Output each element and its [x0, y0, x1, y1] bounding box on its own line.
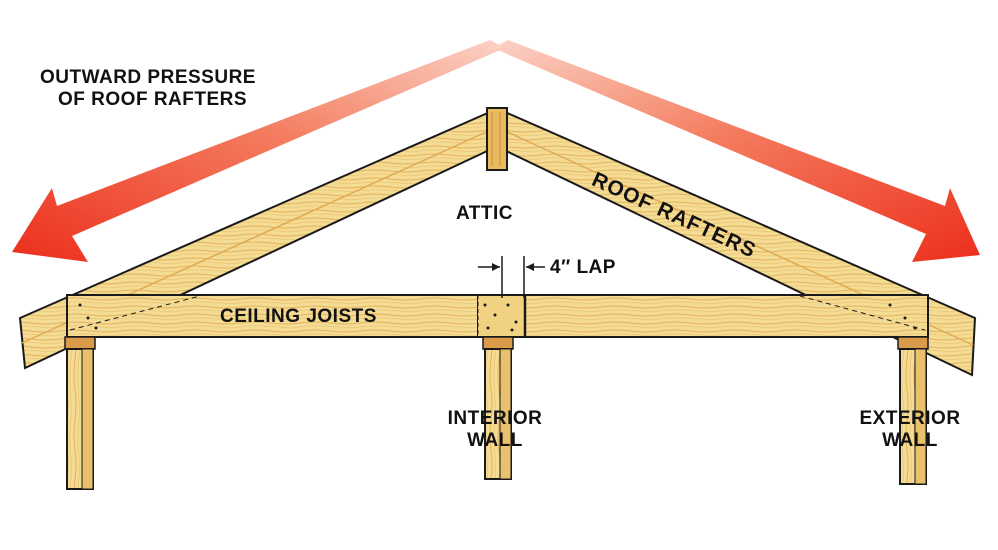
interior-wall-label-line1: INTERIOR — [447, 408, 543, 429]
stud-interior — [484, 348, 512, 480]
ceiling-joists-label: CEILING JOISTS — [220, 306, 377, 327]
ceiling-joist-right — [477, 294, 929, 338]
top-plate-interior — [482, 336, 514, 350]
exterior-wall-label-line2: WALL — [882, 430, 938, 451]
pressure-label: OUTWARD PRESSURE OF ROOF RAFTERS — [40, 67, 256, 111]
interior-wall-label: INTERIOR WALL — [430, 408, 560, 452]
lap-overlap — [477, 295, 527, 337]
stud-left — [66, 348, 94, 490]
pressure-label-line1: OUTWARD PRESSURE — [40, 67, 256, 88]
lap-dimension — [478, 256, 545, 298]
top-plate-right — [897, 336, 929, 350]
ridge-board — [486, 107, 508, 171]
lap-label: 4″ LAP — [550, 257, 616, 278]
exterior-wall-label-line1: EXTERIOR — [859, 408, 961, 429]
stud-right — [899, 348, 927, 485]
nail-marks — [78, 303, 917, 332]
ceiling-joist-left — [66, 294, 526, 338]
attic-label: ATTIC — [456, 203, 514, 224]
interior-wall-label-line2: WALL — [467, 430, 523, 451]
pressure-arrow-right — [493, 40, 980, 262]
pressure-arrow-left — [12, 40, 505, 262]
exterior-wall-label: EXTERIOR WALL — [845, 408, 975, 452]
top-plate-left — [64, 336, 96, 350]
pressure-label-line2: OF ROOF RAFTERS — [58, 89, 248, 110]
